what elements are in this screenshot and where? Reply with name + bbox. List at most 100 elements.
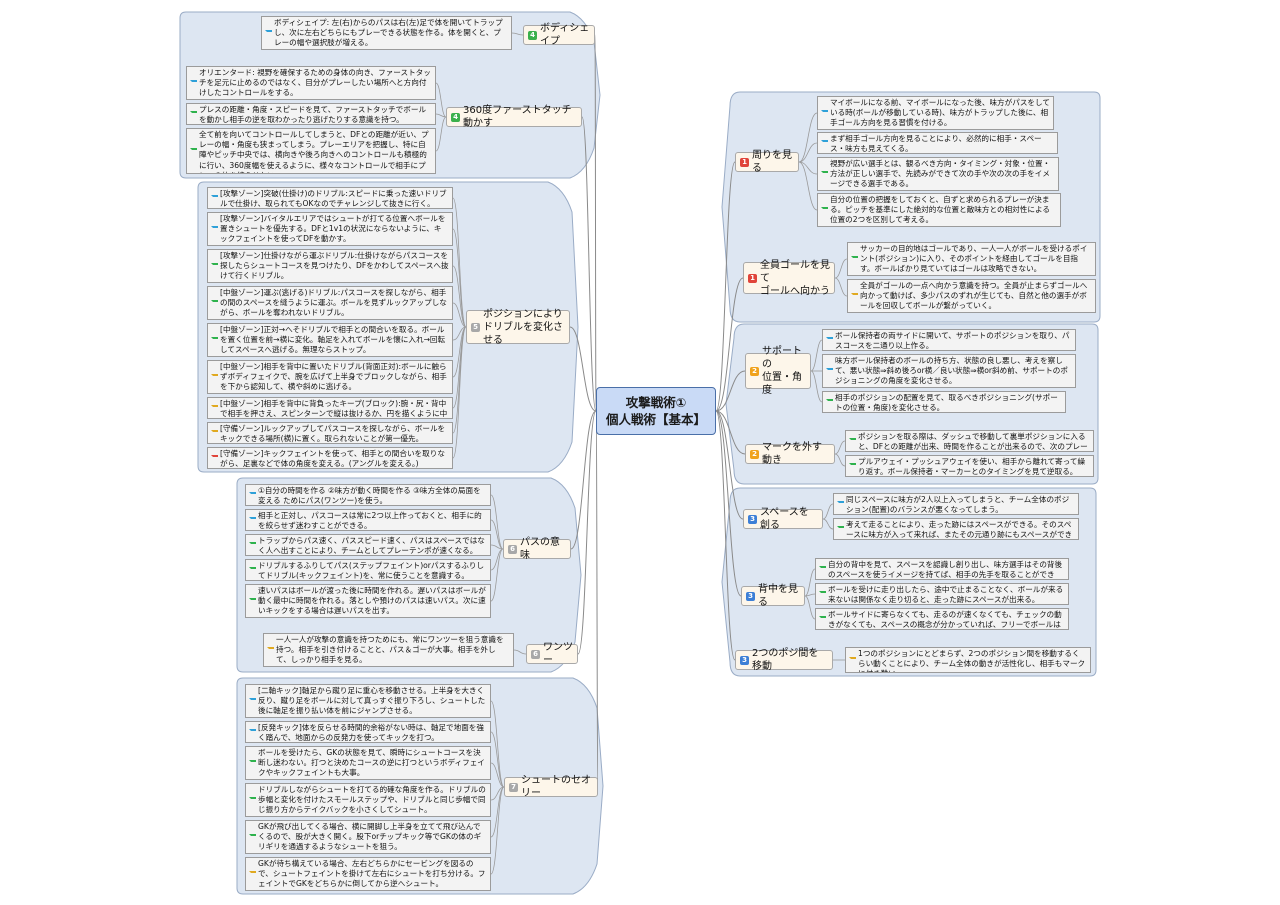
detail-b13-3[interactable]: ドリブルしながらシュートを打てる的確な角度を作る。ドリブルの歩幅と変化を付けたス… <box>245 783 491 817</box>
priority-badge-icon: 1 <box>748 273 757 283</box>
detail-text: [中盤ゾーン]正対→へそドリブルで相手との間合いを取る。ボールを置く位置を前→横… <box>220 325 446 355</box>
detail-b13-4[interactable]: GKが飛び出してくる場合、横に開脚し上半身を立てて飛び込んでくるので、股が大きく… <box>245 820 491 854</box>
link-b10-2 <box>452 265 467 328</box>
detail-text: ドリブルするふりしてパス(ステップフェイント)orパスするふりしてドリブル(キッ… <box>258 561 485 581</box>
blue-flag-icon <box>211 195 218 201</box>
detail-text: マイボールになる前、マイボールになった後、味方がパスをしている時(ボールが移動し… <box>830 98 1050 128</box>
link-b1-3 <box>798 161 818 211</box>
detail-b3-0[interactable]: ボール保持者の両サイドに開いて、サポートのポジションを取り、パスコースを二通り以… <box>822 329 1076 351</box>
detail-b1-0[interactable]: マイボールになる前、マイボールになった後、味方がパスをしている時(ボールが移動し… <box>817 96 1054 130</box>
detail-text: ドリブルしながらシュートを打てる的確な角度を作る。ドリブルの歩幅と変化を付けたス… <box>258 785 486 815</box>
detail-b1-2[interactable]: 視野が広い選手とは、観るべき方向・タイミング・対象・位置・方法が正しい選手で、先… <box>817 157 1059 191</box>
priority-badge-icon: 4 <box>528 30 537 40</box>
yellow-flag-icon <box>249 871 256 877</box>
detail-b1-3[interactable]: 自分の位置の把握をしておくと、自ずと求められるプレーが決まる。ピッチを基準にした… <box>817 193 1061 227</box>
detail-text: [中盤ゾーン]相手を背中に置いたドリブル(背面正対):ボールに触らずボディフェイ… <box>220 362 447 392</box>
link-b13-5 <box>490 786 505 875</box>
detail-text: まず相手ゴール方向を見ることにより、必然的に相手・スペース・味方も見えてくる。 <box>830 134 1042 154</box>
branch-label: 2つのポジ間を移動 <box>752 648 819 672</box>
detail-b6-0[interactable]: 自分の背中を見て、スペースを認識し創り出し、味方選手はその背後のスペースを使うイ… <box>815 558 1069 580</box>
detail-b11-2[interactable]: トラップからパス速く、パススピード速く、パスはスペースではなく人へ出すことにより… <box>245 534 491 556</box>
detail-b7-0[interactable]: 1つのポジションにとどまらず、2つのポジション間を移動するくらい動くことにより、… <box>845 647 1091 673</box>
detail-b13-0[interactable]: [二軸キック]軸足から蹴り足に重心を移動させる。上半身を大きく反り、蹴り足をボー… <box>245 684 491 718</box>
detail-text: ポジションを取る際は、ダッシュで移動して裏単ポジションに入ると、DFとの距離が出… <box>858 432 1088 452</box>
central-topic[interactable]: 攻撃戦術① 個人戦術【基本】 <box>596 387 716 435</box>
detail-b5-0[interactable]: 同じスペースに味方が2人以上入ってしまうと、チーム全体のポジション(配置)のバラ… <box>833 493 1079 515</box>
detail-b1-1[interactable]: まず相手ゴール方向を見ることにより、必然的に相手・スペース・味方も見えてくる。 <box>817 132 1058 154</box>
detail-b10-7[interactable]: [守備ゾーン]ルックアップしてパスコースを探しながら、ボールをキックできる場所(… <box>207 422 453 444</box>
detail-b8-0[interactable]: ボディシェイプ: 左(右)からのパスは右(左)足で体を開いてトラップし、次に左右… <box>261 16 512 50</box>
branch-label: 周りを見る <box>752 150 792 174</box>
detail-b11-0[interactable]: ①自分の時間を作る ②味方が動く時間を作る ③味方全体の局面を変える ためにパス… <box>245 484 491 506</box>
detail-text: 1つのポジションにとどまらず、2つのポジション間を移動するくらい動くことにより、… <box>858 649 1086 672</box>
link-b5-1 <box>822 518 834 530</box>
link-b12 <box>577 410 597 655</box>
detail-b10-3[interactable]: [中盤ゾーン]運ぶ(逃げる)ドリブル:パスコースを探しながら、相手の間のスペース… <box>207 286 453 320</box>
detail-b13-5[interactable]: GKが待ち構えている場合、左右どちらかにセービングを図るので、シュートフェイント… <box>245 857 491 891</box>
detail-text: ボールを受けたら、GKの状態を見て、瞬時にシュートコースを決断し迷わない。打つと… <box>258 748 485 778</box>
detail-b5-1[interactable]: 考えて走ることにより、走った跡にはスペースができる。そのスペースに味方が入って来… <box>833 518 1079 540</box>
detail-b10-5[interactable]: [中盤ゾーン]相手を背中に置いたドリブル(背面正対):ボールに触らずボディフェイ… <box>207 360 453 394</box>
detail-b9-1[interactable]: プレスの距離・角度・スピードを見て、ファーストタッチでボールを動かし相手の逆を取… <box>186 103 436 125</box>
detail-text: 相手と正対し、パスコースは常に2つ以上作っておくと、相手に的を絞らせず迷わすこと… <box>258 511 482 531</box>
detail-b12-0[interactable]: 一人一人が攻撃の意識を持つためにも、常にワンツーを狙う意識を持つ。相手を引き付け… <box>263 633 514 667</box>
detail-b10-0[interactable]: [攻撃ゾーン]突破(仕掛け)のドリブル:スピードに乗った速いドリブルで仕掛け、取… <box>207 187 453 209</box>
link-b4 <box>715 410 746 455</box>
detail-text: [中盤ゾーン]相手を背中に背負ったキープ(ブロック):腕・尻・背中で相手を押さえ… <box>220 399 448 419</box>
detail-b6-1[interactable]: ボールを受けに走り出したら、途中で止まることなく、ボールが来る来ないは関係なく走… <box>815 583 1069 605</box>
link-b1-1 <box>798 142 818 163</box>
priority-badge-icon: 5 <box>471 322 480 332</box>
blue-flag-icon <box>826 337 833 343</box>
link-b9-1 <box>435 113 447 118</box>
detail-b3-2[interactable]: 相手のポジションの配置を見て、取るべきポジショニング(サポートの位置・角度)を変… <box>822 391 1066 413</box>
green-flag-icon <box>249 834 256 840</box>
detail-b6-2[interactable]: ボールサイドに寄らなくても、走るのが速くなくても、チェックの動きがなくても、スペ… <box>815 608 1069 630</box>
detail-text: ボディシェイプ: 左(右)からのパスは右(左)足で体を開いてトラップし、次に左右… <box>274 18 503 48</box>
yellow-flag-icon <box>267 647 274 653</box>
detail-b10-8[interactable]: [守備ゾーン]キックフェイントを使って、相手との間合いを取りながら、足裏などで体… <box>207 447 453 469</box>
detail-b2-1[interactable]: 全員がゴールの一点へ向かう意識を持つ。全員が止まらずゴールへ向かって動けば、多少… <box>847 279 1096 313</box>
link-b1-2 <box>798 161 818 175</box>
green-flag-icon <box>819 566 826 572</box>
link-b11-2 <box>490 544 504 550</box>
link-b12-0 <box>513 649 527 655</box>
branch-label: マークを外す動き <box>762 442 822 466</box>
detail-b13-2[interactable]: ボールを受けたら、GKの状態を見て、瞬時にシュートコースを決断し迷わない。打つと… <box>245 746 491 780</box>
detail-b10-1[interactable]: [攻撃ゾーン]バイタルエリアではシュートが打てる位置へボールを置きシュートを優先… <box>207 212 453 246</box>
detail-text: ボールを受けに走り出したら、途中で止まることなく、ボールが来る来ないは関係なく走… <box>828 585 1064 605</box>
detail-b9-2[interactable]: 全て前を向いてコントロールしてしまうと、DFとの距離が近い、プレーの幅・角度も狭… <box>186 128 436 174</box>
detail-b13-1[interactable]: [反発キック]体を反らせる時間的余裕がない時は、軸足で地面を強く踏んで、地面から… <box>245 721 491 743</box>
detail-b3-1[interactable]: 味方ボール保持者のボールの持ち方、状態の良し悪し、考えを察して、悪い状態⇒斜め後… <box>822 354 1076 388</box>
link-b6 <box>715 410 742 597</box>
green-flag-icon <box>249 760 256 766</box>
branch-label: 360度ファーストタッチ動かす <box>463 105 572 129</box>
detail-b10-6[interactable]: [中盤ゾーン]相手を背中に背負ったキープ(ブロック):腕・尻・背中で相手を押さえ… <box>207 397 453 419</box>
detail-b10-2[interactable]: [攻撃ゾーン]仕掛けながら運ぶドリブル:仕掛けながらパスコースを探したらシュート… <box>207 249 453 283</box>
detail-b4-0[interactable]: ポジションを取る際は、ダッシュで移動して裏単ポジションに入ると、DFとの距離が出… <box>845 430 1094 452</box>
detail-b2-0[interactable]: サッカーの目的地はゴールであり、一人一人がボールを受けるポイント(ポジション)に… <box>847 242 1096 276</box>
detail-text: ボール保持者の両サイドに開いて、サポートのポジションを取り、パスコースを二通り以… <box>835 331 1070 351</box>
detail-text: 自分の背中を見て、スペースを認識し創り出し、味方選手はその背後のスペースを使うイ… <box>828 560 1063 580</box>
detail-b9-0[interactable]: オリエンタード: 視野を確保するための身体の向き、ファーストタッチを足元に止める… <box>186 66 436 100</box>
detail-text: プレスの距離・角度・スピードを見て、ファーストタッチでボールを動かし相手の逆を取… <box>199 105 427 125</box>
detail-b11-1[interactable]: 相手と正対し、パスコースは常に2つ以上作っておくと、相手に的を絞らせず迷わすこと… <box>245 509 491 531</box>
detail-b11-3[interactable]: ドリブルするふりしてパス(ステップフェイント)orパスするふりしてドリブル(キッ… <box>245 559 491 581</box>
detail-b10-4[interactable]: [中盤ゾーン]正対→へそドリブルで相手との間合いを取る。ボールを置く位置を前→横… <box>207 323 453 357</box>
link-b11-1 <box>490 519 504 550</box>
detail-b11-4[interactable]: 速いパスはボールが渡った後に時間を作れる。遅いパスはボールが動く最中に時間を作れ… <box>245 584 491 618</box>
detail-b4-1[interactable]: プルアウェイ・プッシュアウェイを使い、相手から離れて寄って繰り返す。ボール保持者… <box>845 455 1094 477</box>
branch-label: ボディシェイプ <box>540 23 590 47</box>
